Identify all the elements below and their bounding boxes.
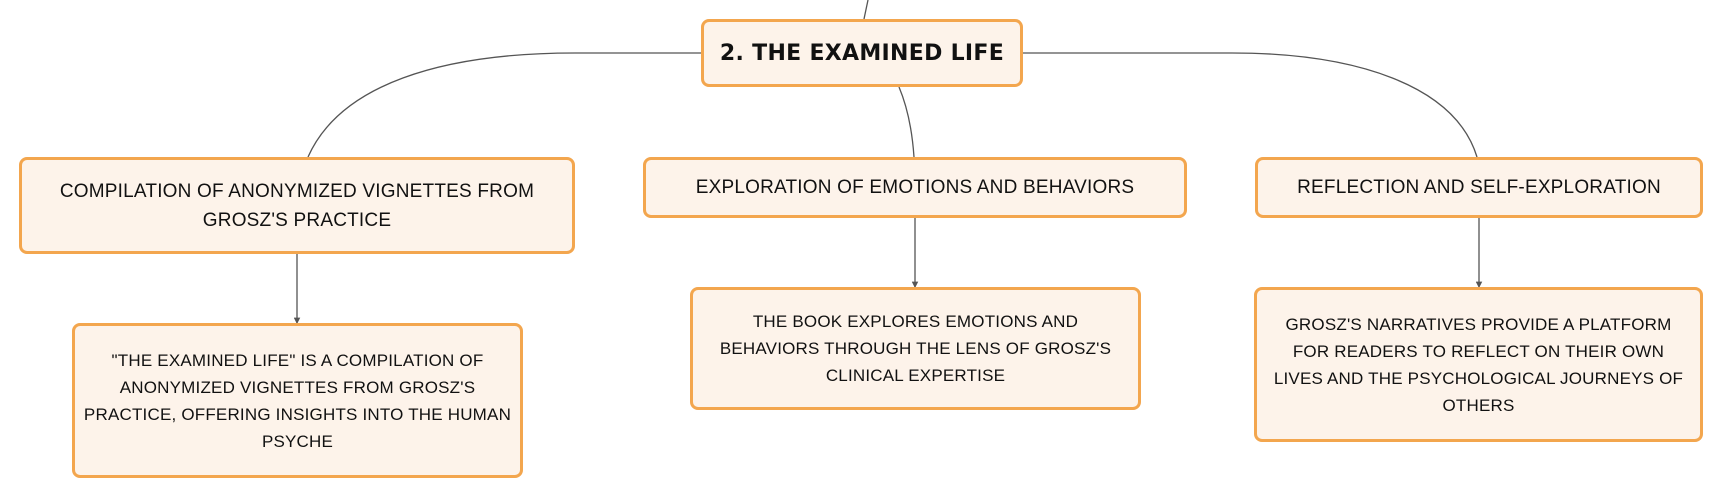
- topic-node-reflection[interactable]: REFLECTION AND SELF-EXPLORATION: [1255, 157, 1703, 218]
- topic-node-label: COMPILATION OF ANONYMIZED VIGNETTES FROM…: [59, 180, 535, 231]
- topic-node-exploration[interactable]: EXPLORATION OF EMOTIONS AND BEHAVIORS: [643, 157, 1187, 218]
- topic-node-compilation[interactable]: COMPILATION OF ANONYMIZED VIGNETTES FROM…: [19, 157, 575, 254]
- root-node-label: 2. THE EXAMINED LIFE: [719, 40, 1005, 66]
- connector-root-to-topic-2: [898, 86, 915, 158]
- connector-root-to-topic-1: [307, 52, 701, 158]
- detail-node-text: "THE EXAMINED LIFE" IS A COMPILATION OF …: [83, 350, 512, 451]
- detail-node-text: GROSZ'S NARRATIVES PROVIDE A PLATFORM FO…: [1273, 314, 1684, 415]
- detail-node-compilation[interactable]: "THE EXAMINED LIFE" IS A COMPILATION OF …: [72, 323, 523, 478]
- detail-node-exploration[interactable]: THE BOOK EXPLORES EMOTIONS AND BEHAVIORS…: [690, 287, 1141, 410]
- detail-node-reflection[interactable]: GROSZ'S NARRATIVES PROVIDE A PLATFORM FO…: [1254, 287, 1703, 442]
- connector-incoming: [863, 0, 869, 20]
- root-node[interactable]: 2. THE EXAMINED LIFE: [701, 19, 1023, 87]
- topic-node-label: REFLECTION AND SELF-EXPLORATION: [1297, 177, 1661, 198]
- topic-node-label: EXPLORATION OF EMOTIONS AND BEHAVIORS: [695, 177, 1135, 198]
- detail-node-text: THE BOOK EXPLORES EMOTIONS AND BEHAVIORS…: [719, 312, 1112, 385]
- connector-root-to-topic-3: [1023, 52, 1478, 158]
